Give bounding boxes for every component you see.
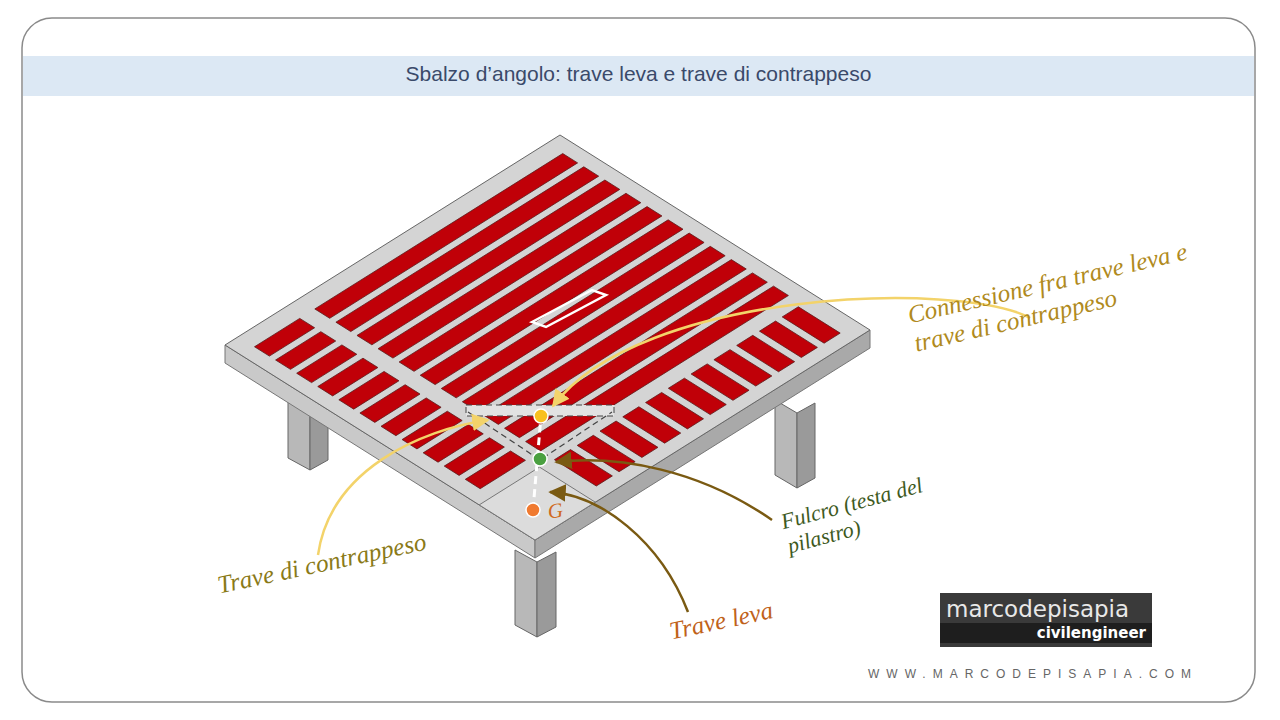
point-label: G xyxy=(546,498,564,524)
fulcrum-dot xyxy=(533,452,547,466)
centroid-dot xyxy=(526,503,540,517)
title-band xyxy=(23,56,1254,96)
slab-top xyxy=(225,135,870,540)
frame xyxy=(22,18,1255,702)
floor-ribs xyxy=(255,154,845,524)
connection-dot xyxy=(534,409,548,423)
slide-title: Sbalzo d’angolo: trave leva e trave di c… xyxy=(22,62,1255,86)
leader-line xyxy=(556,460,772,520)
opening-outline xyxy=(532,290,606,327)
logo-subtitle: civilengineer xyxy=(940,623,1152,643)
leader-line xyxy=(550,492,688,612)
logo-name: marcodepisapia xyxy=(946,595,1146,623)
logo-box: marcodepisapiacivilengineer xyxy=(940,593,1152,647)
website-watermark: WWW.MARCODEPISAPIA.COM xyxy=(868,668,1198,682)
